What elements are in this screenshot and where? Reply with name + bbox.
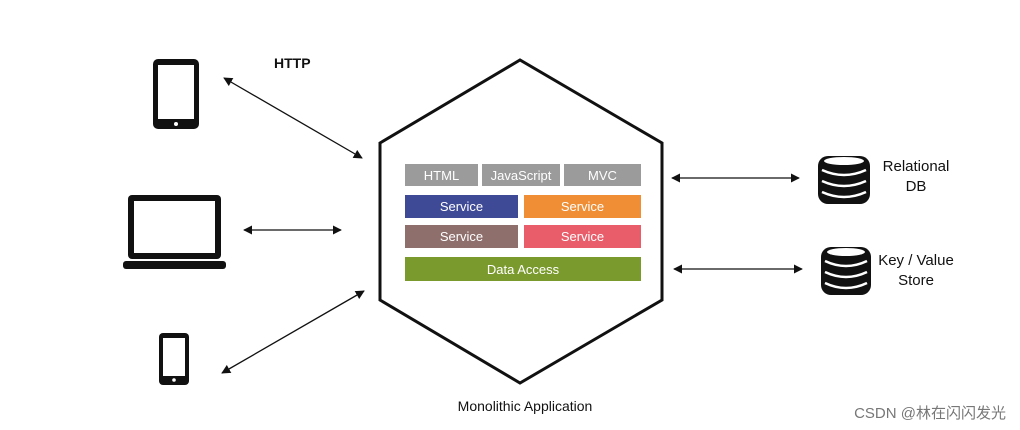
monolith-hexagon — [378, 58, 664, 385]
service-label: Service — [439, 229, 484, 244]
html-layer-label: HTML — [423, 167, 460, 183]
tablet-icon — [153, 59, 199, 129]
mvc-layer: MVC — [564, 164, 641, 186]
service-layer-red: Service — [524, 225, 641, 248]
data-access-label: Data Access — [486, 261, 560, 277]
keyvalue-store-label-line1: Key / Value — [878, 252, 954, 269]
keyvalue-store-label-line2: Store — [898, 272, 934, 289]
service-label: Service — [560, 229, 605, 244]
relational-db-label-line2: DB — [905, 178, 927, 195]
data-access-layer: Data Access — [405, 257, 641, 281]
application-label: Monolithic Application — [457, 398, 593, 414]
database-icon — [821, 247, 871, 295]
relational-db-label: Relational DB — [870, 157, 962, 197]
database-icon — [818, 156, 870, 204]
arrow-tablet — [223, 77, 363, 159]
keyvalue-store-label: Key / Value Store — [870, 251, 962, 291]
service-layer-orange: Service — [524, 195, 641, 218]
phone-icon — [159, 333, 189, 385]
html-layer: HTML — [405, 164, 478, 186]
javascript-layer: JavaScript — [482, 164, 560, 186]
http-label: HTTP — [274, 55, 311, 71]
service-layer-brown: Service — [405, 225, 518, 248]
mvc-layer-label: MVC — [588, 167, 617, 183]
service-label: Service — [439, 199, 484, 214]
relational-db-label-line1: Relational — [882, 158, 950, 175]
service-layer-blue: Service — [405, 195, 518, 218]
javascript-layer-label: JavaScript — [490, 167, 552, 183]
laptop-icon — [123, 195, 226, 269]
service-label: Service — [560, 199, 605, 214]
arrow-phone — [221, 290, 365, 374]
watermark: CSDN @林在闪闪发光 — [854, 405, 1006, 422]
